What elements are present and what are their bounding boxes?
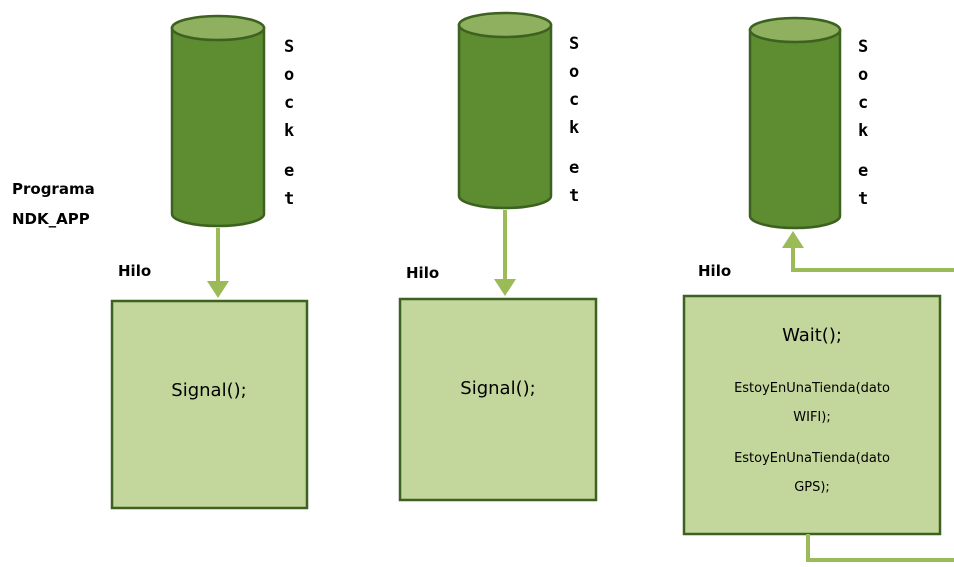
socket-letter: o (284, 65, 294, 85)
program-label-line-2: NDK_APP (12, 210, 90, 228)
socket-letter: t (284, 189, 294, 209)
socket-letter: o (569, 62, 579, 82)
socket-letter: c (284, 93, 294, 113)
box-3-line-5: GPS); (794, 480, 830, 495)
socket-letter: c (858, 93, 868, 113)
socket-letter: S (284, 37, 294, 57)
thread-label-1: Hilo (118, 262, 151, 280)
program-label-line-1: Programa (12, 180, 95, 198)
socket-label-1: S o c k e t (284, 37, 294, 209)
box-3-line-2: EstoyEnUnaTienda(dato (734, 381, 890, 396)
box-3-line-4: EstoyEnUnaTienda(dato (734, 451, 890, 466)
thread-label-2: Hilo (406, 264, 439, 282)
thread-box-1 (110, 299, 309, 510)
thread-box-3 (682, 294, 942, 536)
socket-letter: c (569, 90, 579, 110)
box-3-wait: Wait(); (782, 325, 842, 346)
socket-letter: e (284, 161, 294, 181)
socket-label-3: S o c k e t (858, 37, 868, 209)
thread-label-3: Hilo (698, 262, 731, 280)
socket-letter: e (569, 158, 579, 178)
arrow-down-1 (207, 228, 229, 298)
thread-box-2 (398, 297, 598, 502)
socket-label-2: S o c k e t (569, 34, 579, 206)
box-1-line-1: Signal(); (171, 380, 246, 401)
socket-cylinder-1 (170, 14, 266, 228)
socket-letter: o (858, 65, 868, 85)
socket-letter: k (569, 118, 579, 138)
socket-letter: S (858, 37, 868, 57)
box-3-line-3: WIFI); (793, 410, 830, 425)
socket-letter: t (569, 186, 579, 206)
arrow-down-2 (494, 210, 516, 296)
socket-letter: S (569, 34, 579, 54)
socket-cylinder-3 (748, 16, 842, 230)
connector-bottom (806, 534, 954, 562)
socket-letter: k (858, 121, 868, 141)
socket-letter: t (858, 189, 868, 209)
program-label: Programa NDK_APP (12, 180, 95, 228)
arrow-up-return (782, 231, 954, 272)
box-2-line-1: Signal(); (460, 378, 535, 399)
socket-letter: e (858, 161, 868, 181)
socket-cylinder-2 (457, 11, 553, 210)
socket-letter: k (284, 121, 294, 141)
